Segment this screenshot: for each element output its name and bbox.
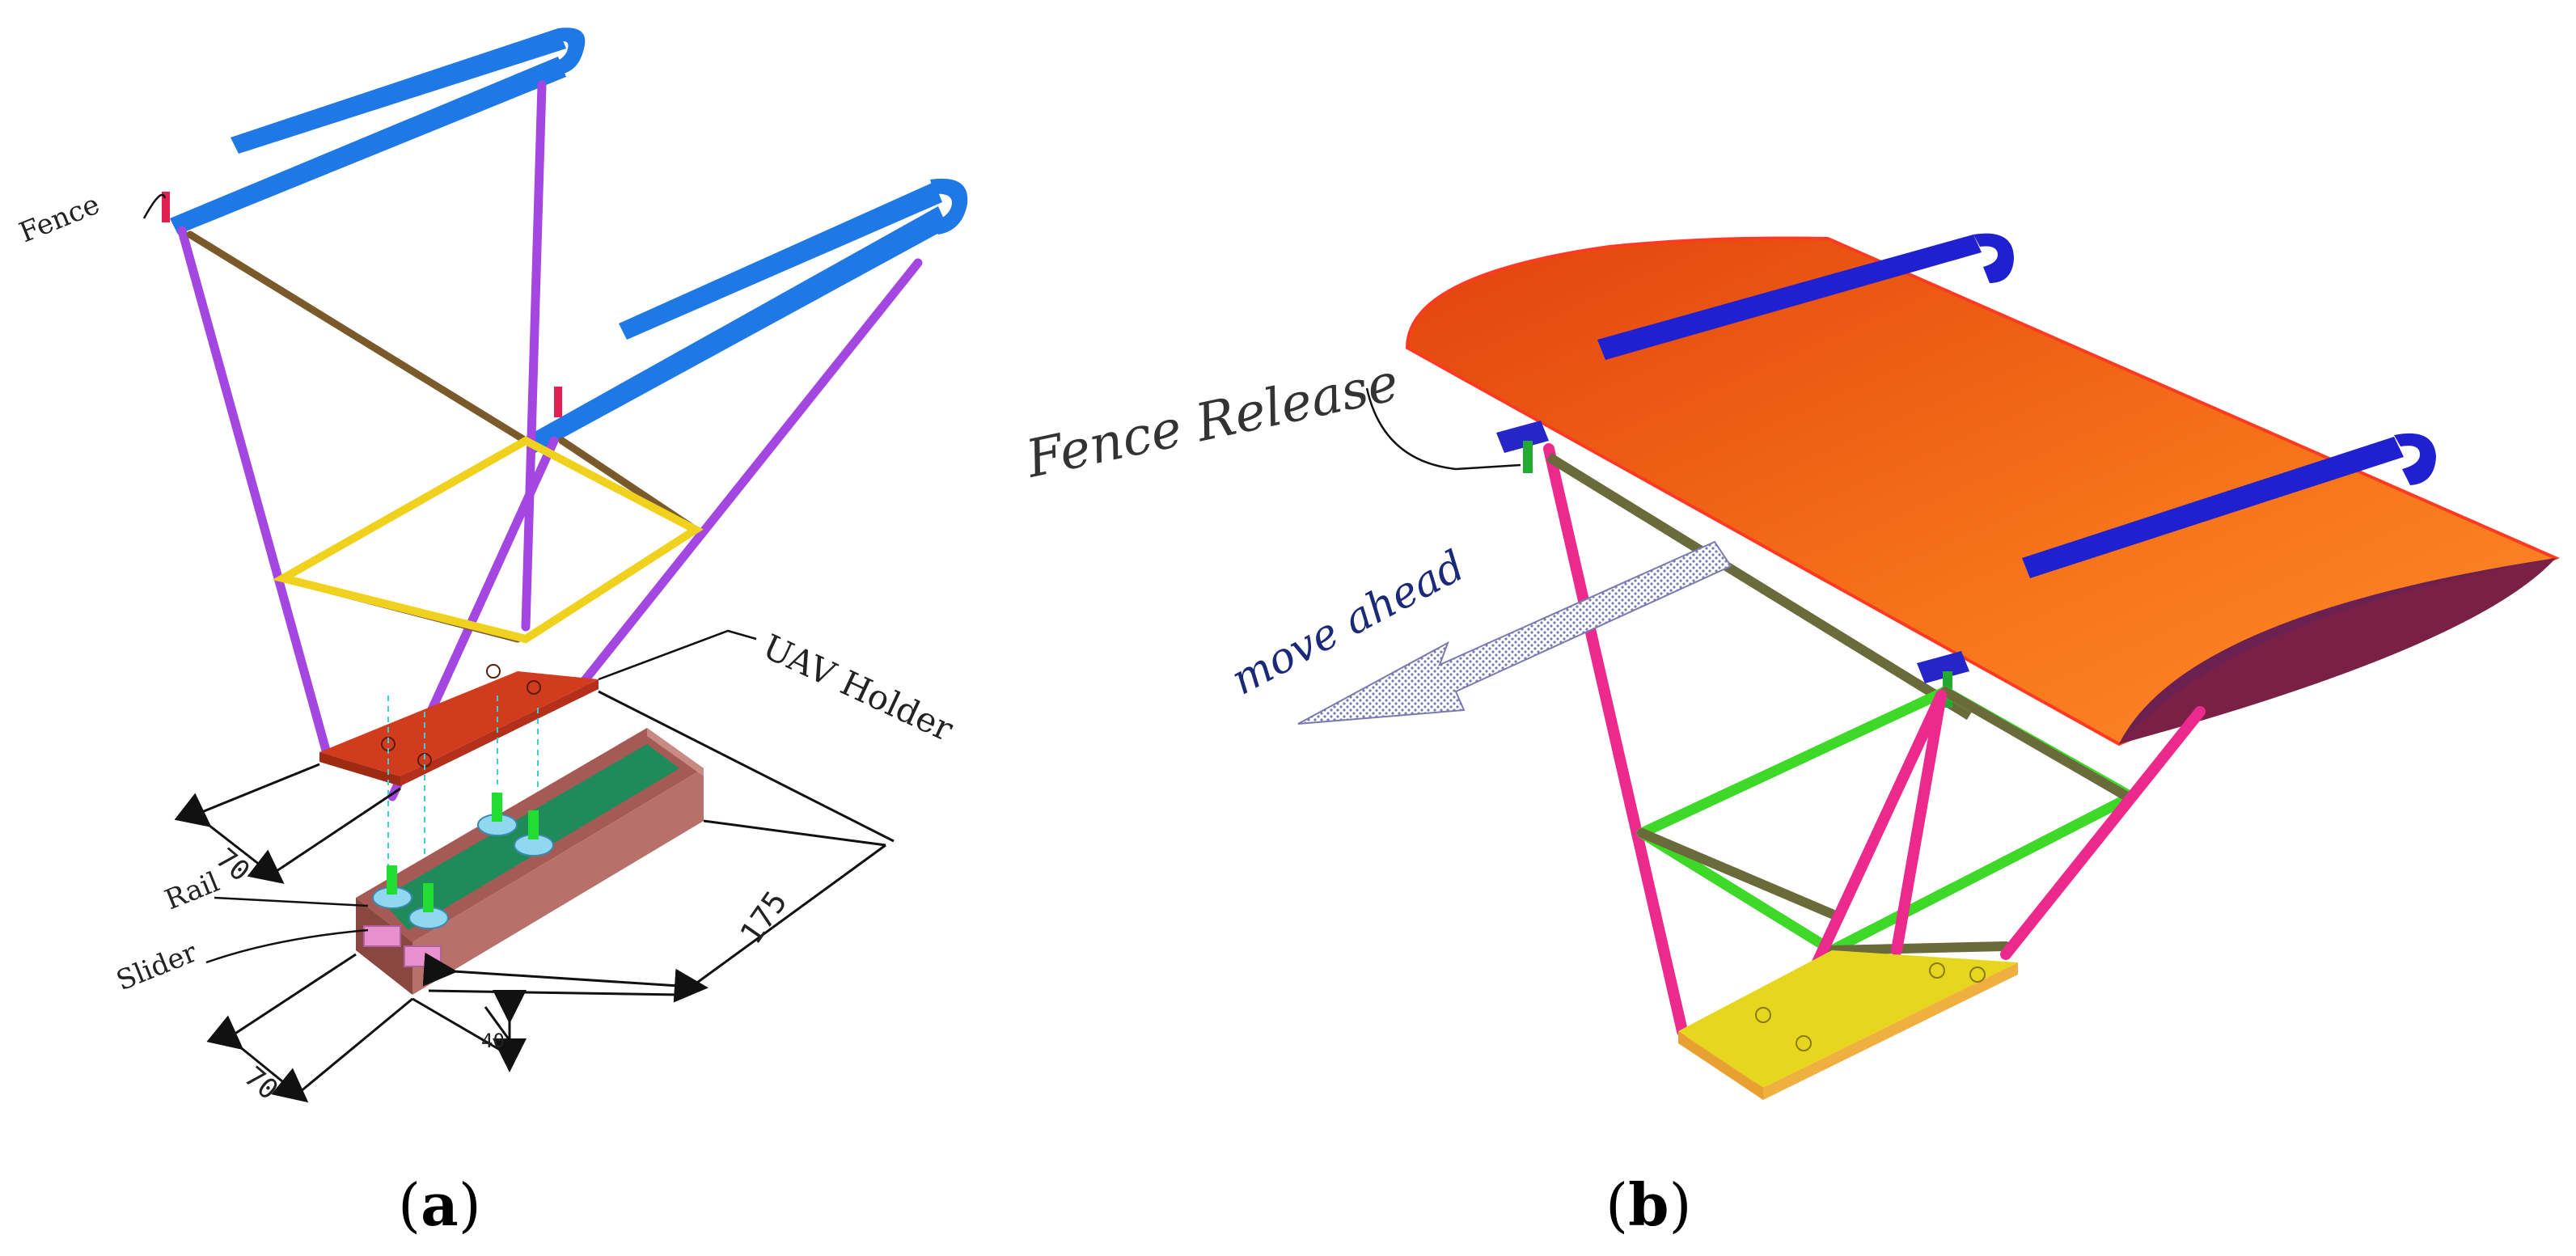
fence-pin-front [554,387,562,417]
leader-fence-release [1365,387,1521,471]
caption-b: (b) [1605,1170,1692,1239]
dim-length: 175 [733,885,793,950]
label-uav-holder: UAV Holder [757,627,960,750]
panel-b: Fence Release move ahead (b) [1021,233,2561,1239]
base-plate [1678,950,2018,1100]
struts-pink-back [1543,443,1688,1037]
panel-a: Fence UAV Holder Rail Slider 70 175 70 4… [15,27,968,1239]
wing-fence-left [1597,233,2014,360]
move-ahead-arrow [1297,540,1732,725]
guide-lines [387,696,539,882]
dim-height: 40 [481,1030,505,1052]
caption-a: (a) [398,1170,481,1239]
bolts [387,793,539,912]
label-fence: Fence [15,188,104,250]
fence-pin-back [162,192,170,222]
frame-yellow [272,436,704,644]
sliders [363,814,554,967]
struts-purple [177,80,923,801]
wing-fence-right [2022,433,2436,578]
brace-olive-top [1546,452,1973,721]
dim-rail-width: 70 [238,1060,284,1106]
label-fence-release: Fence Release [1021,353,1403,490]
dimension-lines [174,690,895,1103]
label-rail: Rail [160,866,223,917]
braces-olive [1637,687,2132,955]
fence-bar-front [526,178,968,453]
label-slider: Slider [112,936,201,997]
wing [1405,236,2561,746]
fence-bar-back [170,27,586,235]
leader-lines [142,193,757,964]
uav-holder-plate [319,664,599,786]
